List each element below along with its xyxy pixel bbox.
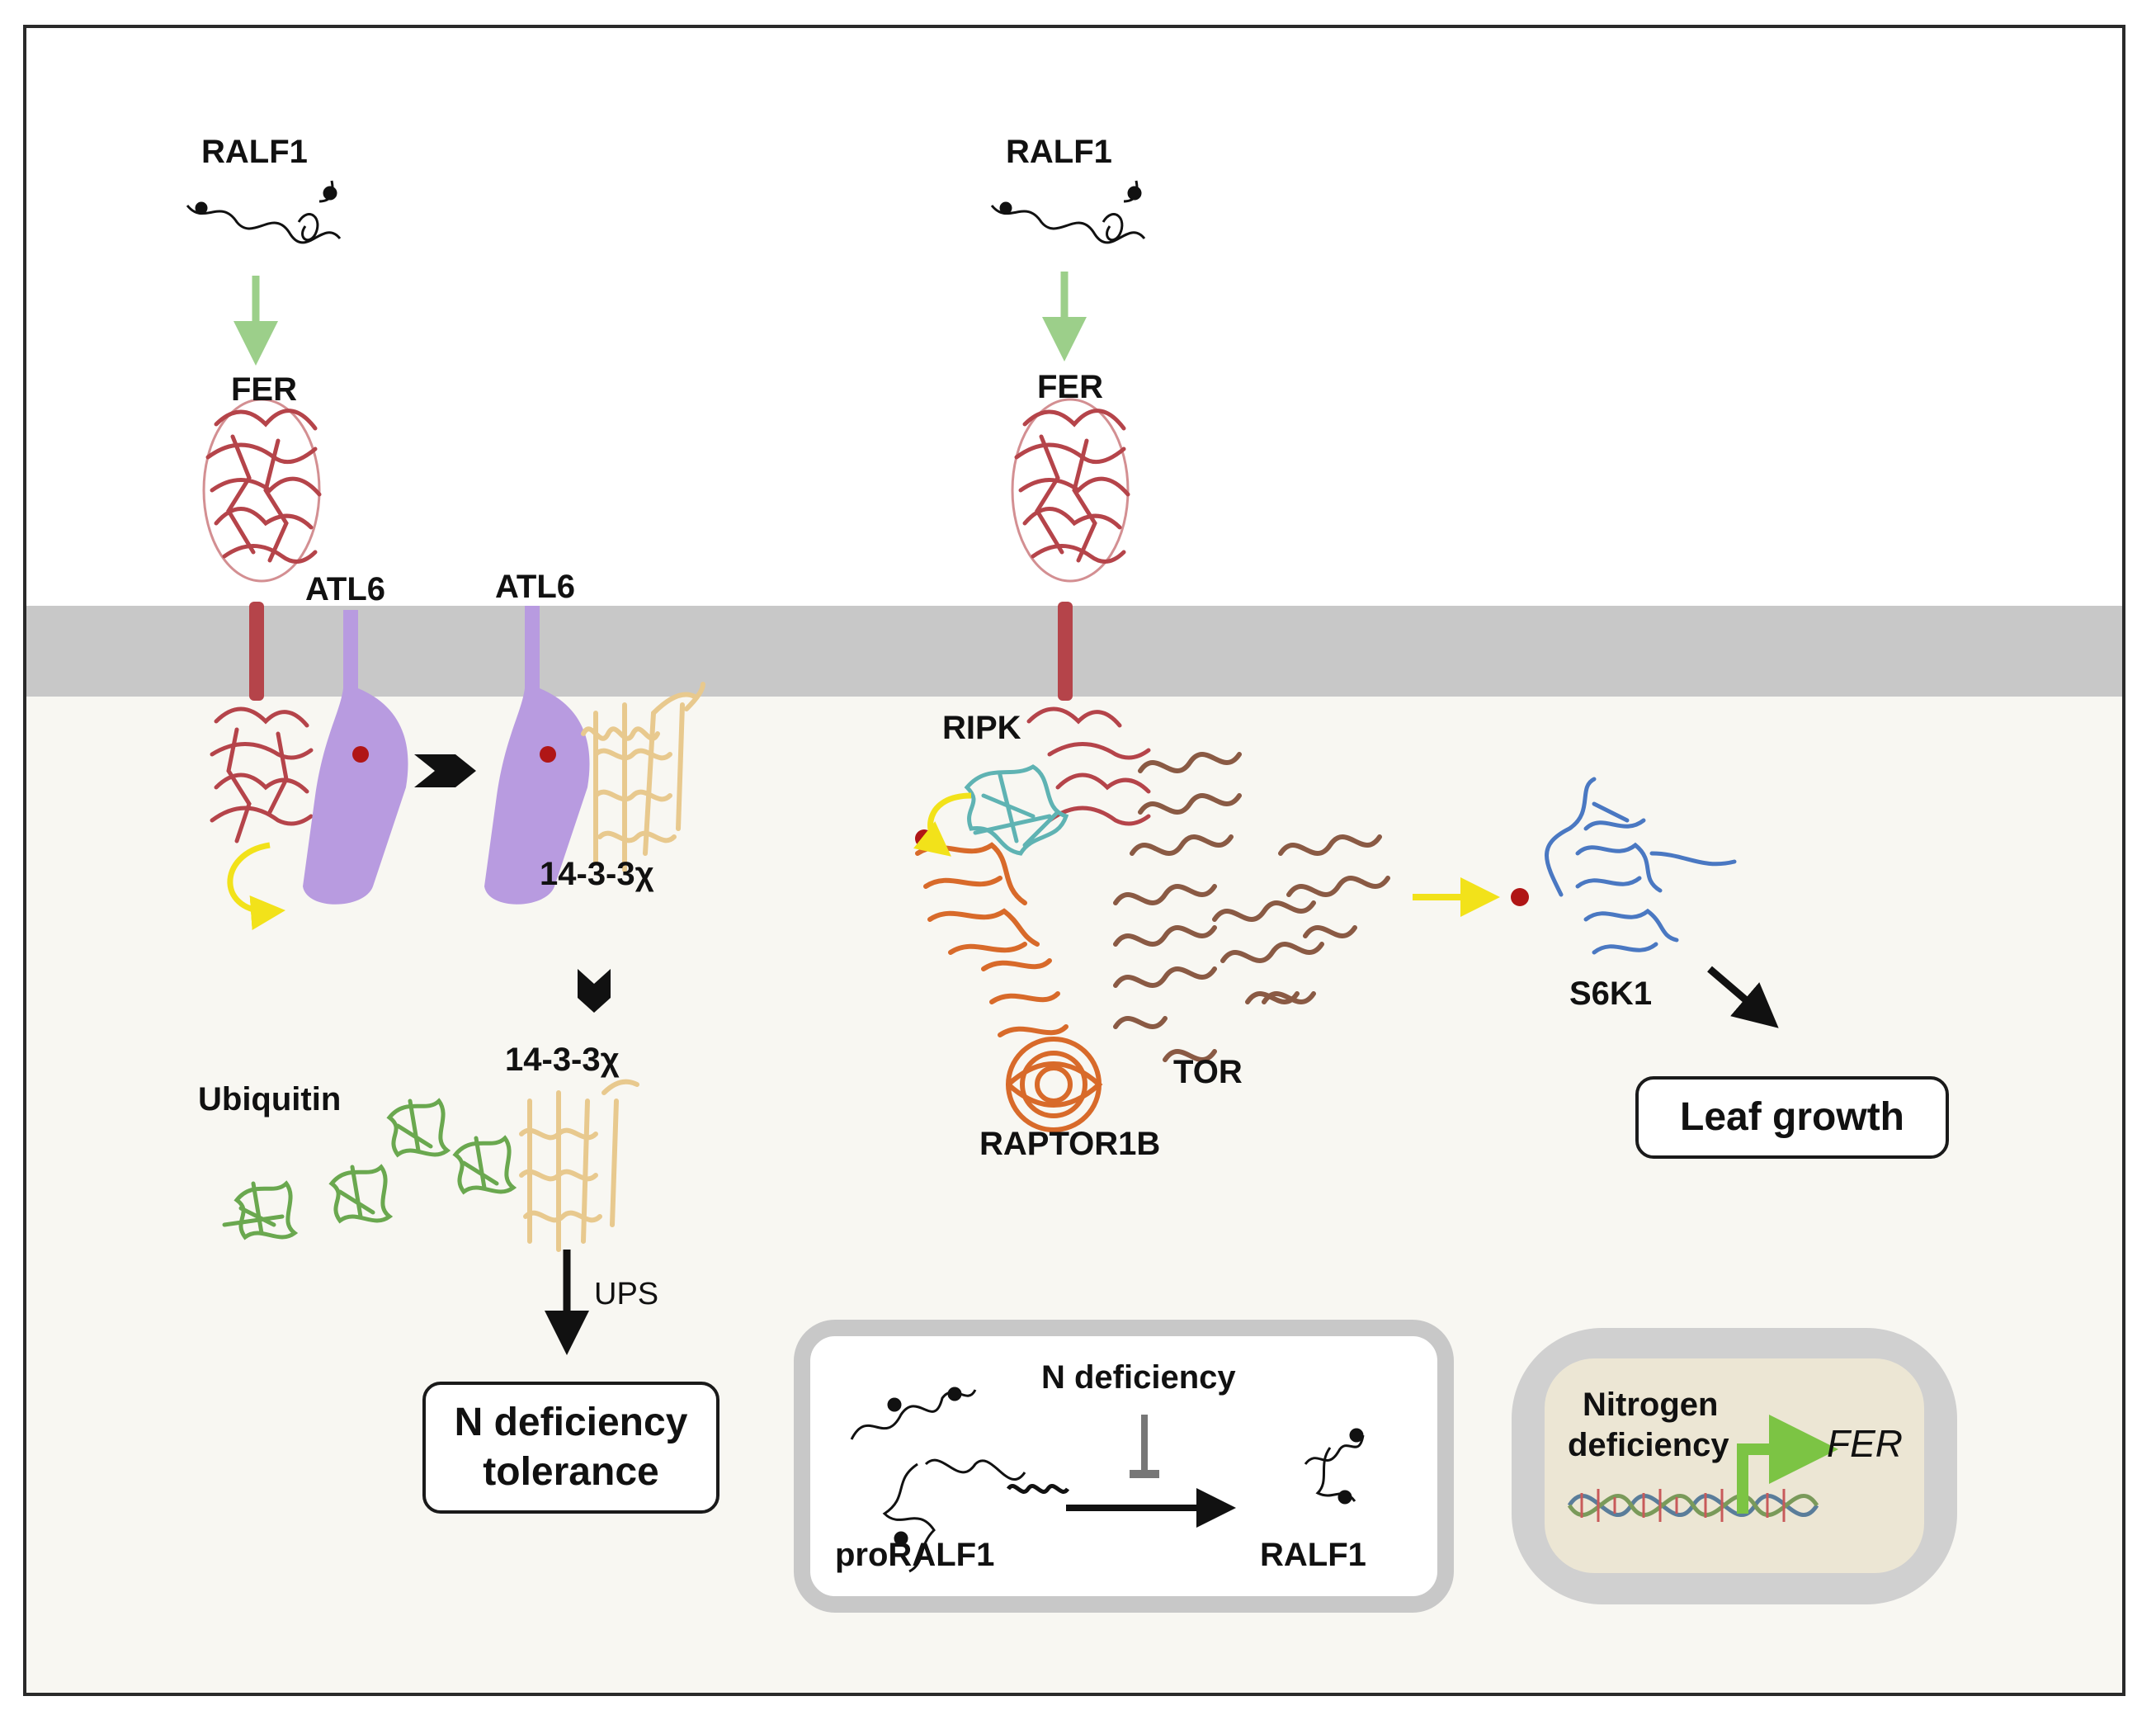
ripk-kinase — [964, 764, 1069, 856]
chaperone-bound — [581, 682, 705, 872]
tor-kinase — [1113, 752, 1390, 1062]
tor-label: TOR — [1173, 1054, 1243, 1090]
ubiquitin-label: Ubiquitin — [198, 1081, 342, 1117]
induction-inset-body — [1545, 1358, 1924, 1573]
ubiquitin-chain — [222, 1098, 517, 1240]
phospho-site-s6k1 — [1511, 888, 1529, 906]
s6k1-label: S6K1 — [1569, 976, 1653, 1012]
ups-label: UPS — [594, 1277, 659, 1311]
dna-double-helix — [1567, 1489, 1819, 1522]
atl6-label-right: ATL6 — [495, 569, 576, 605]
fer-label-right: FER — [1037, 369, 1103, 405]
proralf1-peptide — [850, 1387, 1070, 1573]
outcome-leaf-growth: Leaf growth — [1635, 1076, 1949, 1159]
phospho-site-atl6 — [540, 746, 556, 763]
phospho-site-left — [352, 746, 369, 763]
fer-gene-label: FER — [1827, 1422, 1903, 1465]
proralf1-label: proRALF1 — [835, 1537, 995, 1573]
raptor1b-label: RAPTOR1B — [979, 1126, 1161, 1162]
fer-label-left: FER — [231, 371, 297, 408]
diagram-frame: RALF1 FER ATL6 ATL6 14-3-3χ 14-3-3χ Ubiq… — [23, 25, 2125, 1696]
s6k1-kinase — [1545, 777, 1737, 955]
outcome-n-deficiency-tolerance: N deficiency tolerance — [422, 1382, 719, 1514]
ralf1-peptide-right — [990, 180, 1146, 244]
induction-arrow — [1737, 1415, 1838, 1514]
ralf1-peptide-left — [186, 180, 342, 244]
autophosphorylation-arrow-right — [913, 792, 972, 857]
fer-receptor-left — [202, 398, 322, 583]
nitrogen-label: Nitrogen — [1583, 1387, 1719, 1423]
step-chevron-right — [414, 754, 476, 787]
ralf1-label-left: RALF1 — [201, 134, 308, 170]
fer-transmembrane-left — [249, 602, 264, 701]
atl6-label-left: ATL6 — [305, 571, 386, 607]
chaperone-free-label: 14-3-3χ — [505, 1042, 620, 1078]
fer-transmembrane-right — [1058, 602, 1073, 701]
pathway-drawing — [186, 180, 1957, 1613]
processing-inset-border — [794, 1320, 1454, 1613]
ralf1-mature-peptide — [1304, 1428, 1365, 1505]
deficiency-label: deficiency — [1568, 1427, 1729, 1463]
fer-receptor-right — [1011, 398, 1130, 583]
chaperone-bound-label: 14-3-3χ — [540, 856, 654, 892]
chaperone-free — [519, 1079, 639, 1252]
s6k1-to-growth-arrow — [1707, 966, 1779, 1028]
raptor1b — [915, 842, 1103, 1132]
ripk-label: RIPK — [942, 710, 1021, 746]
atl6-right — [484, 606, 590, 905]
n-deficiency-label: N deficiency — [1041, 1359, 1236, 1396]
ralf1-label-right: RALF1 — [1006, 134, 1112, 170]
autophosphorylation-arrow-left — [227, 842, 285, 930]
plasma-membrane — [26, 606, 2122, 697]
ralf1-product-label: RALF1 — [1260, 1537, 1366, 1573]
fer-kinase-domain-left — [210, 706, 314, 843]
step-chevron-down — [578, 969, 611, 1013]
fer-kinase-domain-right — [1026, 706, 1151, 826]
